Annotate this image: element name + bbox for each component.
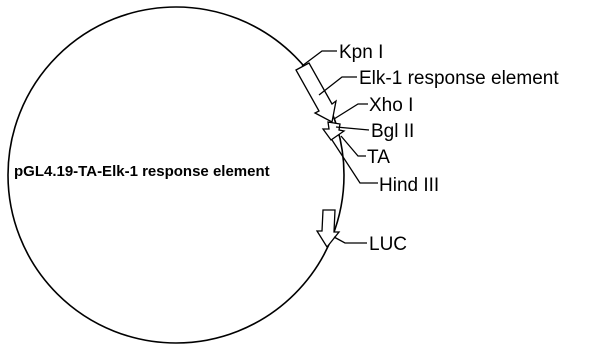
elk1-response-element-arrow bbox=[295, 62, 337, 123]
hind3-label: Hind III bbox=[379, 175, 439, 196]
kpn1-leader-line bbox=[301, 50, 337, 67]
bgl2-label: Bgl II bbox=[371, 121, 414, 142]
leader-lines bbox=[301, 50, 378, 244]
xho1-leader-line bbox=[333, 103, 368, 120]
bgl2-leader-line bbox=[335, 126, 370, 131]
hind3-leader-line bbox=[331, 139, 378, 184]
luc-label: LUC bbox=[369, 234, 407, 255]
kpn1-label: Kpn I bbox=[339, 42, 383, 63]
xho1-label: Xho I bbox=[369, 95, 413, 116]
elk1-label: Elk-1 response element bbox=[359, 68, 559, 89]
ta-label: TA bbox=[367, 147, 390, 168]
plasmid-backbone-circle bbox=[7, 6, 345, 344]
elk1-leader-line bbox=[318, 76, 357, 96]
ta-leader-line bbox=[340, 135, 366, 157]
luc-leader-line bbox=[333, 236, 367, 244]
plasmid-name: pGL4.19-TA-Elk-1 response element bbox=[14, 163, 270, 180]
ta-arrow bbox=[321, 121, 346, 141]
luc-arrow bbox=[315, 209, 341, 249]
